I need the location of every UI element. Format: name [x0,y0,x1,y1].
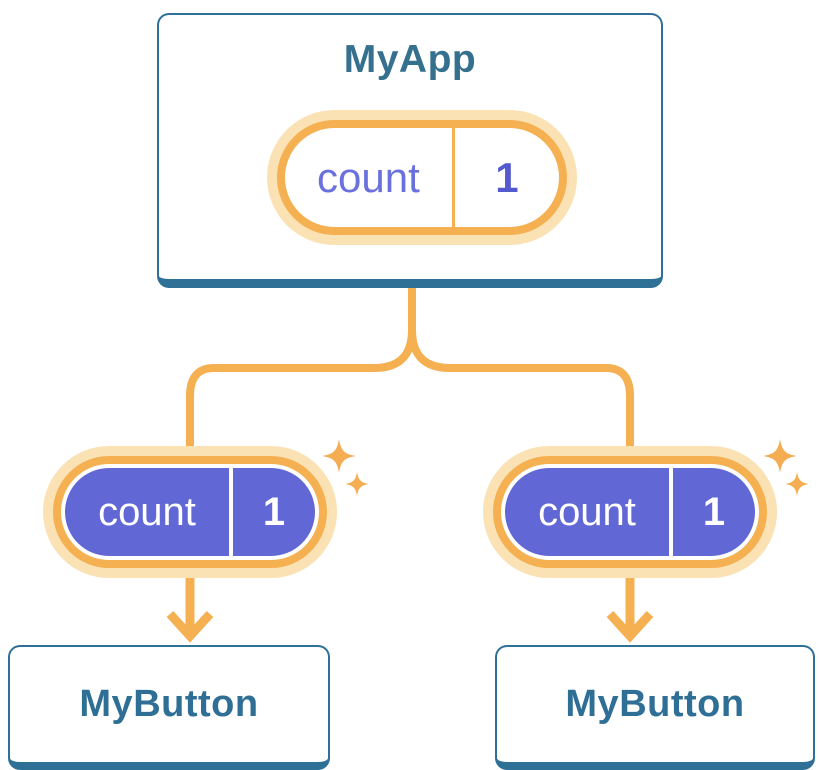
state-pill: count 1 [267,110,577,245]
prop-pill-ring: count 1 [53,456,327,568]
component-title: MyButton [79,683,259,725]
component-title: MyButton [565,683,745,725]
arrow-right-head-icon [606,610,654,643]
branch-lines [186,287,634,452]
branch-line-left [186,287,416,452]
arrows [166,577,654,643]
sparkle-icon [322,439,356,473]
prop-name: count [538,489,636,534]
prop-name: count [98,489,196,534]
sparkle-icon [763,439,797,473]
sparkle-icon [345,472,369,496]
sparkle-icon [785,472,809,496]
pill-divider [229,468,233,556]
prop-pill-left: count 1 [43,446,337,578]
pill-divider [669,468,673,556]
state-pill-ring: count 1 [277,120,567,235]
component-node-mybutton-left: MyButton [8,645,330,770]
prop-pill-ring: count 1 [493,456,767,568]
component-node-myapp: MyApp count 1 [157,13,663,288]
prop-pill-body: count 1 [505,468,755,556]
component-title: MyApp [343,38,477,81]
prop-pill-right: count 1 [483,446,777,578]
state-value: 1 [495,153,519,201]
prop-pill-body: count 1 [65,468,315,556]
prop-value: 1 [702,489,726,534]
prop-value: 1 [262,489,286,534]
branch-line-right [408,287,634,452]
arrow-left-head-icon [166,610,214,643]
component-node-mybutton-right: MyButton [495,645,815,770]
pill-divider [451,128,455,227]
state-name: count [317,153,420,201]
